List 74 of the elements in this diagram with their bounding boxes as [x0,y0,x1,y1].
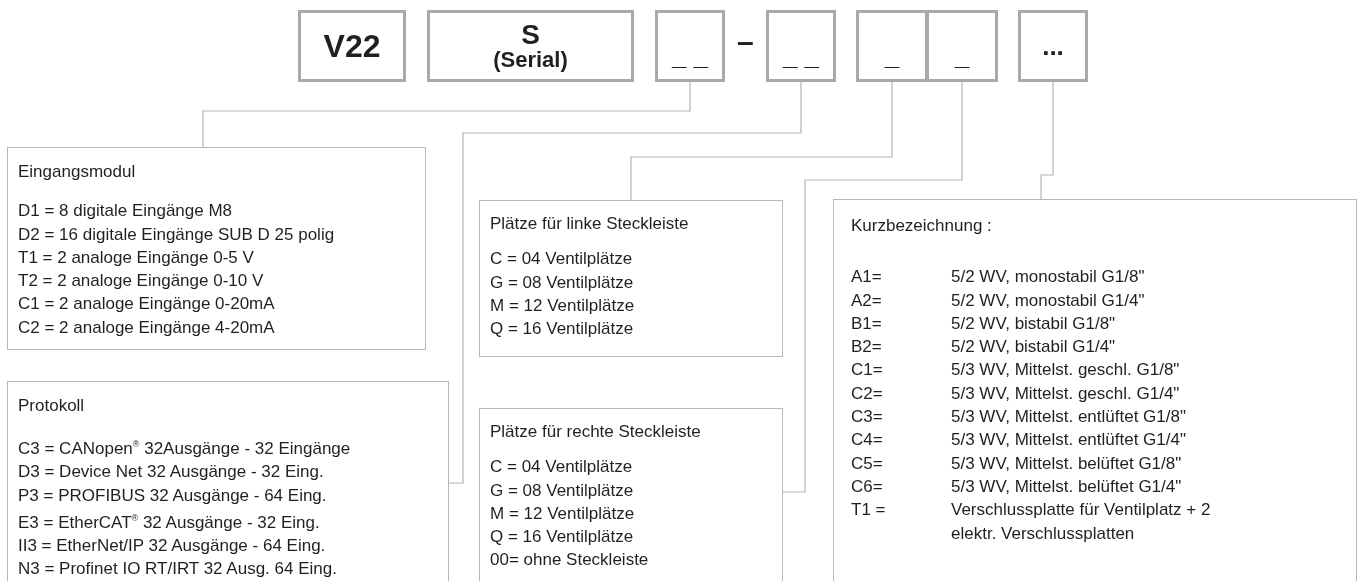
code-text: (Serial) [493,49,568,71]
code-text: S [521,21,540,49]
option-code: C2= [851,382,884,405]
option-code: C3= [851,406,884,429]
option-description: 5/3 WV, Mittelst. entlüftet G1/4" [951,429,1187,452]
option-box [479,200,783,357]
leader-line [202,81,691,148]
option-line: T1 = 2 analoge Eingänge 0-5 V [18,246,255,269]
leader-line [448,81,802,484]
option-line: D3 = Device Net 32 Ausgänge - 32 Eing. [18,461,325,484]
option-box [7,147,426,350]
leader-line [630,81,893,201]
box-heading: Eingangsmodul [18,161,137,183]
option-line: D2 = 16 digitale Eingänge SUB D 25 polig [18,223,336,246]
box-heading: Kurzbezeichnung : [851,215,993,237]
option-line: C3 = CANopen$^{®}$ 32Ausgänge - 32 Eingänge [18,437,352,460]
code-field-box [766,10,836,82]
option-line: N3 = Profinet IO RT/IRT 32 Ausg. 64 Eing. [18,558,338,581]
option-description: 5/2 WV, monostabil G1/4" [951,289,1146,312]
option-line: M = 12 Ventilplätze [490,502,636,525]
option-description: 5/2 WV, monostabil G1/8" [951,266,1146,289]
option-line: 00= ohne Steckleiste [490,549,650,572]
option-line: G = 08 Ventilplätze [490,271,635,294]
option-description: 5/3 WV, Mittelst. belüftet G1/8" [951,452,1183,475]
option-line: G = 08 Ventilplätze [490,479,635,502]
code-text: _ [884,43,900,69]
code-text: _ _ [671,43,709,69]
option-line: C = 04 Ventilplätze [490,248,634,271]
separator-dash: – [737,27,754,57]
option-code: B1= [851,312,883,335]
code-field-box [655,10,725,82]
box-heading: Protokoll [18,395,86,417]
option-code: C4= [851,429,884,452]
option-box [7,381,449,581]
option-line: C1 = 2 analoge Eingänge 0-20mA [18,293,276,316]
option-line: M = 12 Ventilplätze [490,294,636,317]
option-box [479,408,783,581]
code-text: _ [954,43,970,69]
option-line: C2 = 2 analoge Eingänge 4-20mA [18,316,276,339]
box-heading: Plätze für rechte Steckleiste [490,421,702,443]
option-line: E3 = EtherCAT$^{®}$ 32 Ausgänge - 32 Eing. [18,511,321,534]
option-line: II3 = EtherNet/IP 32 Ausgänge - 64 Eing. [18,534,327,557]
code-text: ... [1042,33,1064,59]
option-code: C1= [851,359,884,382]
option-code: T1 = [851,499,887,522]
option-description: 5/2 WV, bistabil G1/8" [951,312,1117,335]
code-field-box [926,10,998,82]
option-box [833,199,1357,581]
option-description: Verschlussplatte für Ventilplatz + 2 elektr. Verschlussplatten [951,499,1212,545]
option-description: 5/3 WV, Mittelst. geschl. G1/8" [951,359,1181,382]
option-code: A1= [851,266,883,289]
option-code: B2= [851,336,883,359]
option-line: T2 = 2 analoge Eingänge 0-10 V [18,270,265,293]
option-code: A2= [851,289,883,312]
option-line: Q = 16 Ventilplätze [490,318,635,341]
code-field-box [427,10,634,82]
code-text: _ _ [782,43,820,69]
option-description: 5/3 WV, Mittelst. geschl. G1/4" [951,382,1181,405]
option-code: C6= [851,475,884,498]
option-line: D1 = 8 digitale Eingänge M8 [18,200,234,223]
leader-line [1040,81,1054,200]
option-code: C5= [851,452,884,475]
option-line: C = 04 Ventilplätze [490,456,634,479]
option-description: 5/3 WV, Mittelst. belüftet G1/4" [951,475,1183,498]
option-line: P3 = PROFIBUS 32 Ausgänge - 64 Eing. [18,484,328,507]
code-field-box [856,10,928,82]
option-description: 5/2 WV, bistabil G1/4" [951,336,1117,359]
option-description: 5/3 WV, Mittelst. entlüftet G1/8" [951,406,1187,429]
code-field-box [298,10,406,82]
code-text: V22 [323,30,381,62]
option-line: Q = 16 Ventilplätze [490,526,635,549]
box-heading: Plätze für linke Steckleiste [490,213,690,235]
code-field-box [1018,10,1088,82]
leader-line [782,81,963,493]
